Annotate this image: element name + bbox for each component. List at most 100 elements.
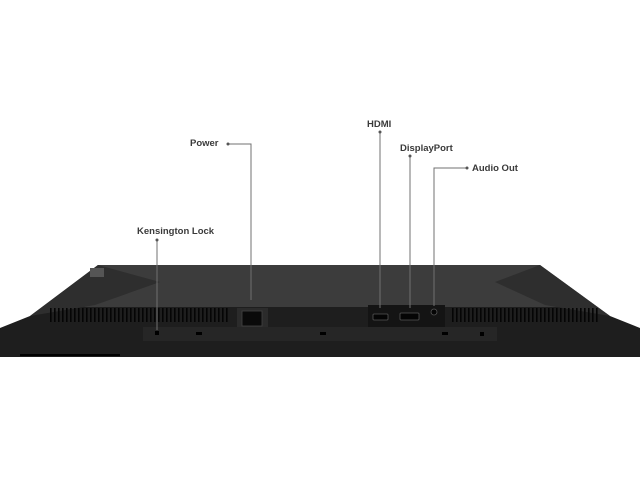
vent-slot bbox=[588, 308, 590, 322]
mount-hole bbox=[320, 332, 326, 335]
vent-slot bbox=[150, 308, 152, 322]
vent-slot bbox=[556, 308, 558, 322]
vent-slot bbox=[214, 308, 216, 322]
vent-slot bbox=[596, 308, 598, 322]
vent-slot bbox=[568, 308, 570, 322]
vent-slot bbox=[102, 308, 104, 322]
vent-slot bbox=[500, 308, 502, 322]
vent-slot bbox=[460, 308, 462, 322]
vent-slot bbox=[178, 308, 180, 322]
power-leader bbox=[228, 143, 252, 300]
vent-slot bbox=[158, 308, 160, 322]
mount-hole bbox=[480, 332, 484, 336]
vent-slot bbox=[516, 308, 518, 322]
kensington-slot[interactable] bbox=[155, 331, 159, 335]
vent-slot bbox=[552, 308, 554, 322]
vent-slot bbox=[464, 308, 466, 322]
vent-slot bbox=[504, 308, 506, 322]
vent-slot bbox=[146, 308, 148, 322]
vent-slot bbox=[572, 308, 574, 322]
vent-slot bbox=[226, 308, 228, 322]
vent-slot bbox=[206, 308, 208, 322]
hdmi-label: HDMI bbox=[367, 119, 392, 130]
audio-out-jack[interactable] bbox=[430, 308, 438, 316]
mount-hole bbox=[442, 332, 448, 335]
vent-slot bbox=[190, 308, 192, 322]
vent-slot bbox=[110, 308, 112, 322]
power-label: Power bbox=[190, 138, 219, 149]
audio-out-label: Audio Out bbox=[472, 163, 518, 174]
displayport-port[interactable] bbox=[399, 312, 420, 321]
vent-slot bbox=[126, 308, 128, 322]
vent-slot bbox=[210, 308, 212, 322]
vent-slot bbox=[118, 308, 120, 322]
vent-slot bbox=[154, 308, 156, 322]
vents-right bbox=[452, 308, 598, 322]
vent-slot bbox=[468, 308, 470, 322]
vent-slot bbox=[170, 308, 172, 322]
vent-slot bbox=[186, 308, 188, 322]
vent-slot bbox=[456, 308, 458, 322]
vent-slot bbox=[452, 308, 454, 322]
vent-slot bbox=[218, 308, 220, 322]
vent-slot bbox=[182, 308, 184, 322]
vent-slot bbox=[222, 308, 224, 322]
audio-out-leader bbox=[433, 167, 467, 306]
vent-slot bbox=[540, 308, 542, 322]
vent-slot bbox=[98, 308, 100, 322]
vent-slot bbox=[86, 308, 88, 322]
hdmi-leader-dot bbox=[378, 130, 382, 134]
vent-slot bbox=[50, 308, 52, 322]
vent-slot bbox=[480, 308, 482, 322]
vent-slot bbox=[560, 308, 562, 322]
vent-slot bbox=[476, 308, 478, 322]
vent-slot bbox=[142, 308, 144, 322]
vent-slot bbox=[496, 308, 498, 322]
vent-slot bbox=[62, 308, 64, 322]
vent-slot bbox=[488, 308, 490, 322]
right-shoulder bbox=[495, 265, 610, 316]
power-port[interactable] bbox=[241, 310, 263, 327]
vent-slot bbox=[78, 308, 80, 322]
vents-left bbox=[50, 308, 228, 322]
vent-slot bbox=[174, 308, 176, 322]
hdmi-port[interactable] bbox=[372, 313, 389, 321]
vent-slot bbox=[528, 308, 530, 322]
vent-slot bbox=[94, 308, 96, 322]
vent-slot bbox=[492, 308, 494, 322]
mount-hole bbox=[196, 332, 202, 335]
vent-slot bbox=[122, 308, 124, 322]
vent-slot bbox=[564, 308, 566, 322]
vent-slot bbox=[82, 308, 84, 322]
vent-slot bbox=[484, 308, 486, 322]
vent-slot bbox=[592, 308, 594, 322]
vent-slot bbox=[74, 308, 76, 322]
displayport-label: DisplayPort bbox=[400, 143, 453, 154]
vent-slot bbox=[198, 308, 200, 322]
vent-slot bbox=[194, 308, 196, 322]
audio-out-leader-dot bbox=[465, 166, 469, 170]
vent-slot bbox=[114, 308, 116, 322]
vent-slot bbox=[536, 308, 538, 322]
vent-slot bbox=[520, 308, 522, 322]
left-shoulder bbox=[30, 265, 160, 316]
lenovo-logo-plate bbox=[90, 268, 104, 277]
vent-slot bbox=[58, 308, 60, 322]
vent-slot bbox=[106, 308, 108, 322]
vent-slot bbox=[508, 308, 510, 322]
kensington-leader-dot bbox=[155, 238, 159, 242]
rear-top-panel bbox=[65, 265, 575, 307]
vent-slot bbox=[512, 308, 514, 322]
vent-slot bbox=[130, 308, 132, 322]
vent-slot bbox=[66, 308, 68, 322]
vent-slot bbox=[532, 308, 534, 322]
leader-lines bbox=[156, 132, 467, 330]
vent-slot bbox=[162, 308, 164, 322]
vent-slot bbox=[134, 308, 136, 322]
vent-slot bbox=[54, 308, 56, 322]
vent-slot bbox=[166, 308, 168, 322]
vent-slot bbox=[524, 308, 526, 322]
vent-slot bbox=[544, 308, 546, 322]
vent-slot bbox=[584, 308, 586, 322]
